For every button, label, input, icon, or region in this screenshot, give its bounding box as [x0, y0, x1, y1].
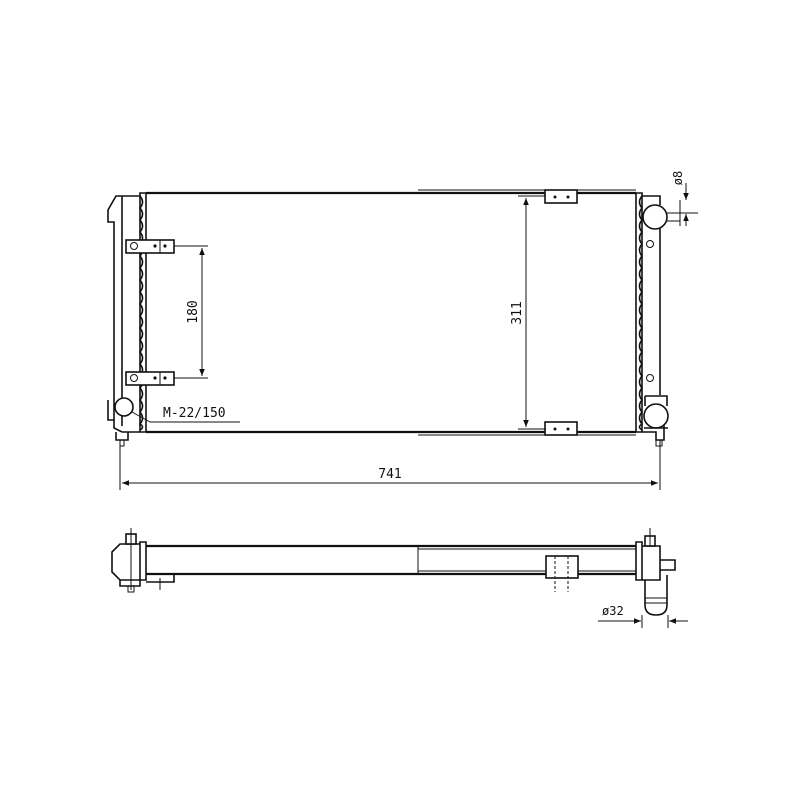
height-label: 311	[510, 301, 525, 324]
right-lower-outlet	[643, 395, 669, 429]
dimension-311: 311	[510, 195, 546, 430]
side-tank-body	[146, 544, 636, 576]
side-bracket	[545, 555, 579, 592]
dimension-d32: ø32	[598, 604, 688, 624]
fitting-callout: M-22/150	[131, 406, 240, 423]
bracket-spacing-label: 180	[186, 300, 201, 323]
small-pipe-label: ø8	[671, 171, 685, 185]
dimension-180: 180	[174, 245, 208, 379]
left-bracket-lower	[125, 371, 175, 386]
left-tank	[107, 192, 146, 447]
radiator-core	[145, 189, 637, 436]
width-label: 741	[378, 467, 401, 482]
left-bracket-upper	[125, 239, 175, 254]
dimension-d8: ø8	[671, 171, 689, 226]
side-view: ø32	[111, 528, 688, 628]
left-outlet-circle	[114, 397, 134, 417]
top-bracket	[544, 189, 578, 204]
front-view: 180 M-22/150 311	[107, 171, 698, 490]
side-right-end	[635, 528, 676, 628]
right-upper-pipe	[642, 200, 698, 230]
dimension-741: 741	[119, 440, 661, 490]
right-tank	[636, 192, 665, 447]
fitting-label: M-22/150	[163, 406, 226, 421]
side-left-end	[111, 528, 175, 593]
bottom-bracket	[544, 421, 578, 436]
large-pipe-label: ø32	[602, 604, 624, 618]
